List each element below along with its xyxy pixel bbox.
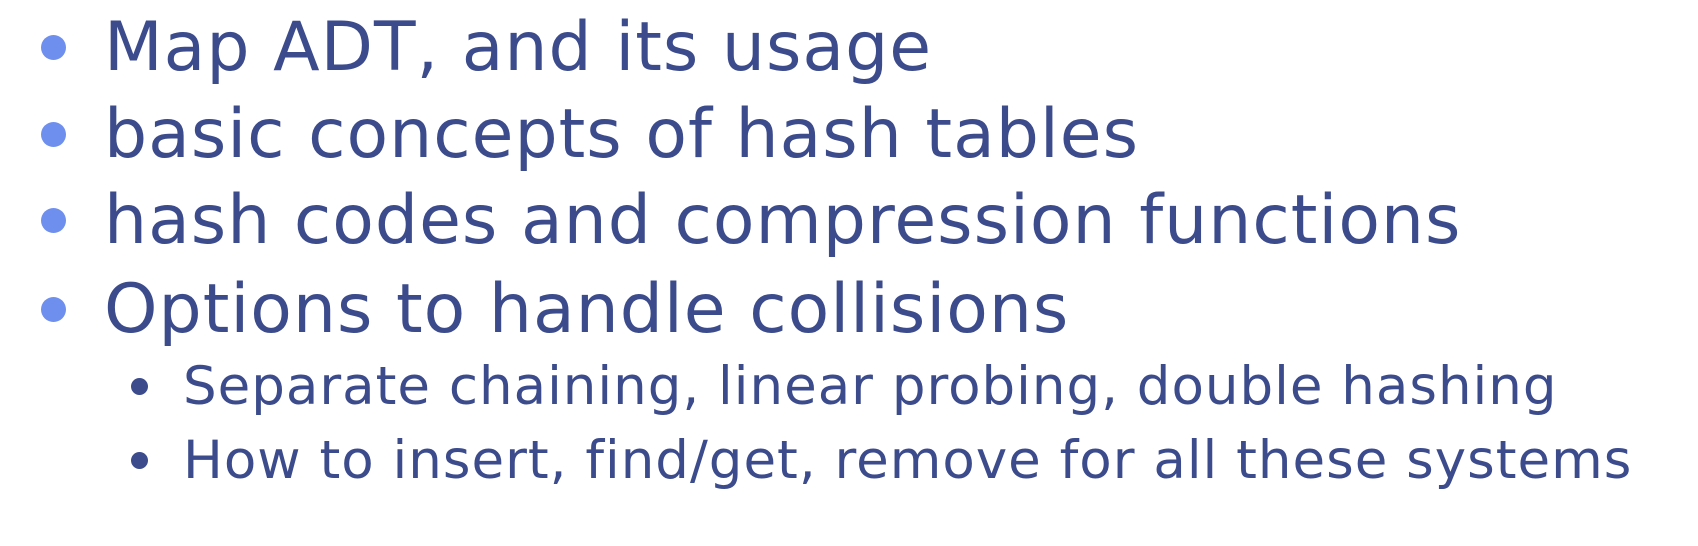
bullet-dot-icon <box>41 297 66 322</box>
bullet-dot-icon <box>41 35 66 60</box>
bullet-text: Options to handle collisions <box>104 270 1070 349</box>
sub-bullet-text: How to insert, find/get, remove for all … <box>183 430 1633 491</box>
sub-bullet-dot-icon <box>131 378 148 395</box>
bullet-text: Map ADT, and its usage <box>104 8 933 87</box>
sub-bullet-dot-icon <box>131 452 148 469</box>
bullet-text: hash codes and compression functions <box>104 181 1462 260</box>
bullet-text: basic concepts of hash tables <box>104 95 1140 174</box>
sub-bullet-text: Separate chaining, linear probing, doubl… <box>183 356 1558 417</box>
bullet-dot-icon <box>41 122 66 147</box>
bullet-dot-icon <box>41 208 66 233</box>
